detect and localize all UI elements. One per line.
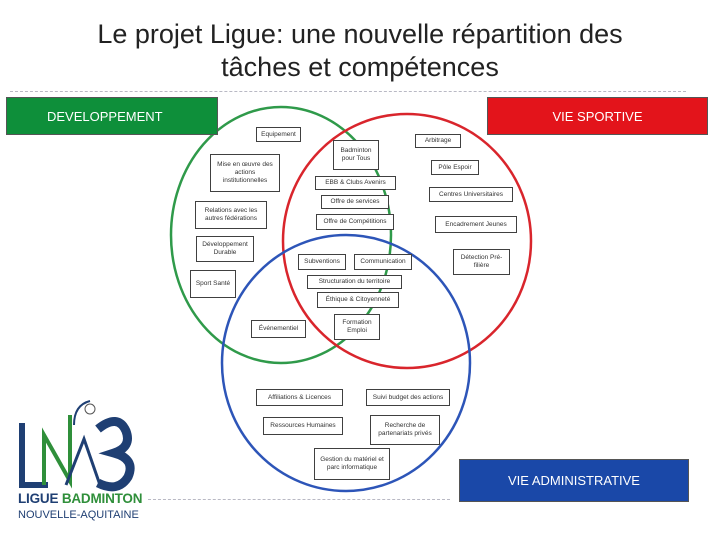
task-ethique: Éthique & Citoyenneté xyxy=(317,292,399,308)
category-sport: VIE SPORTIVE xyxy=(487,97,708,135)
logo-line-1: LIGUE BADMINTON xyxy=(18,491,142,506)
task-subventions: Subventions xyxy=(298,254,346,270)
bottom-divider xyxy=(148,499,450,500)
task-evenementiel: Événementiel xyxy=(251,320,306,338)
task-offre-competitions: Offre de Compétitions xyxy=(316,214,394,230)
task-equipement: Equipement xyxy=(256,127,301,142)
task-arbitrage: Arbitrage xyxy=(415,134,461,148)
task-communication: Communication xyxy=(354,254,412,270)
task-ebb: EBB & Clubs Avenirs xyxy=(315,176,396,190)
logo-mark xyxy=(19,400,135,492)
task-ressources-humaines: Ressources Humaines xyxy=(263,417,343,435)
league-logo: LIGUE BADMINTON NOUVELLE-AQUITAINE xyxy=(14,395,144,525)
top-divider xyxy=(10,91,686,92)
page-title: Le projet Ligue: une nouvelle répartitio… xyxy=(40,18,680,84)
task-mise-en-oeuvre: Mise en œuvre des actions institutionnel… xyxy=(210,154,280,192)
task-structuration: Structuration du territoire xyxy=(307,275,402,289)
task-gestion-materiel: Gestion du matériel et parc informatique xyxy=(314,448,390,480)
logo-line-2: NOUVELLE-AQUITAINE xyxy=(18,509,139,521)
title-line-2: tâches et compétences xyxy=(221,52,499,82)
task-sport-sante: Sport Santé xyxy=(190,270,236,298)
category-admin-label: VIE ADMINISTRATIVE xyxy=(508,473,640,488)
task-relations: Relations avec les autres fédérations xyxy=(195,201,267,229)
task-affiliations: Affiliations & Licences xyxy=(256,389,343,406)
task-badminton-pour-tous: Badminton pour Tous xyxy=(333,140,379,170)
admin-circle xyxy=(220,233,472,493)
category-sport-label: VIE SPORTIVE xyxy=(552,108,643,124)
task-pole-espoir: Pôle Espoir xyxy=(431,160,479,175)
category-development-label: DEVELOPPEMENT xyxy=(47,108,163,124)
task-suivi-budget: Suivi budget des actions xyxy=(366,389,450,406)
task-centres-universitaires: Centres Universitaires xyxy=(429,187,513,202)
task-detection: Détection Pré-filière xyxy=(453,249,510,275)
logo-word-badminton: BADMINTON xyxy=(61,491,143,506)
task-offre-services: Offre de services xyxy=(321,195,389,209)
development-circle xyxy=(169,105,393,365)
task-formation: Formation Emploi xyxy=(334,314,380,340)
task-developpement-durable: Développement Durable xyxy=(196,236,254,262)
category-admin: VIE ADMINISTRATIVE xyxy=(459,459,689,502)
task-recherche-partenariats: Recherche de partenariats privés xyxy=(370,415,440,445)
task-encadrement-jeunes: Encadrement Jeunes xyxy=(435,216,517,233)
category-development: DEVELOPPEMENT xyxy=(6,97,218,135)
title-line-1: Le projet Ligue: une nouvelle répartitio… xyxy=(97,19,623,49)
logo-word-ligue: LIGUE xyxy=(18,491,59,506)
sport-circle xyxy=(281,112,533,370)
